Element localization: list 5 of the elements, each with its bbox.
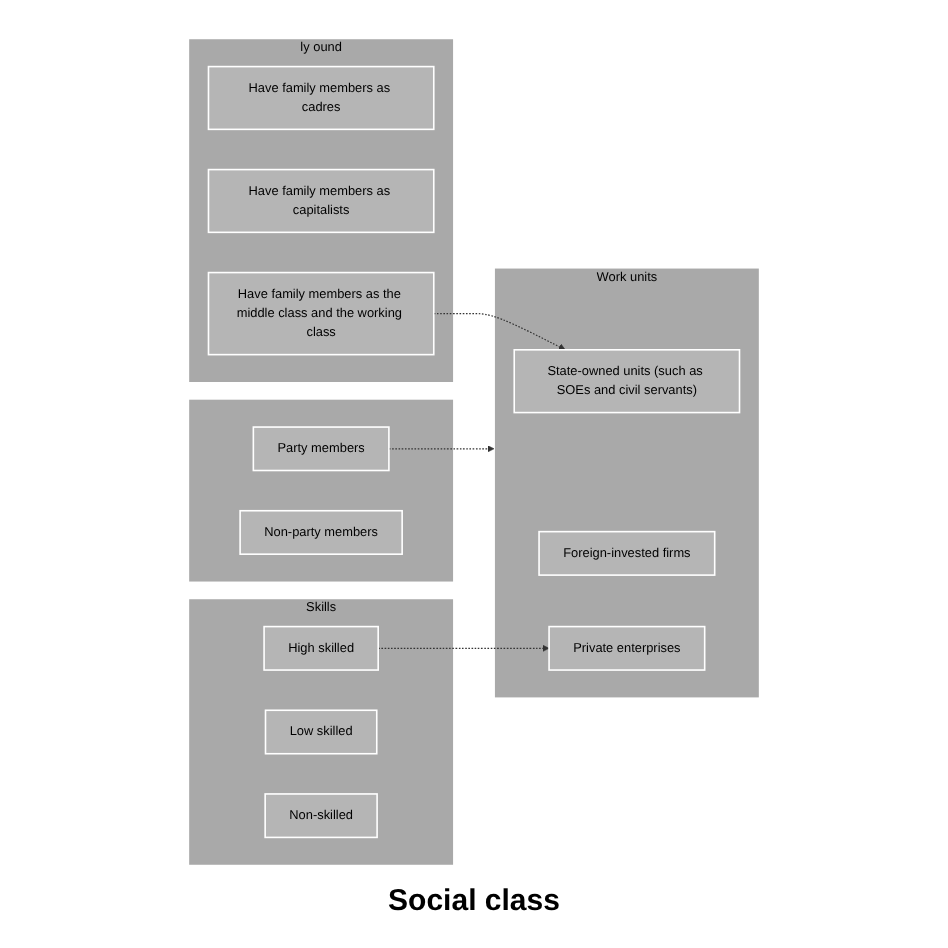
cluster [187, 397, 455, 583]
arrow [388, 444, 495, 452]
caption: Social class [388, 883, 560, 917]
arrow [433, 312, 566, 350]
arrow [377, 643, 550, 651]
